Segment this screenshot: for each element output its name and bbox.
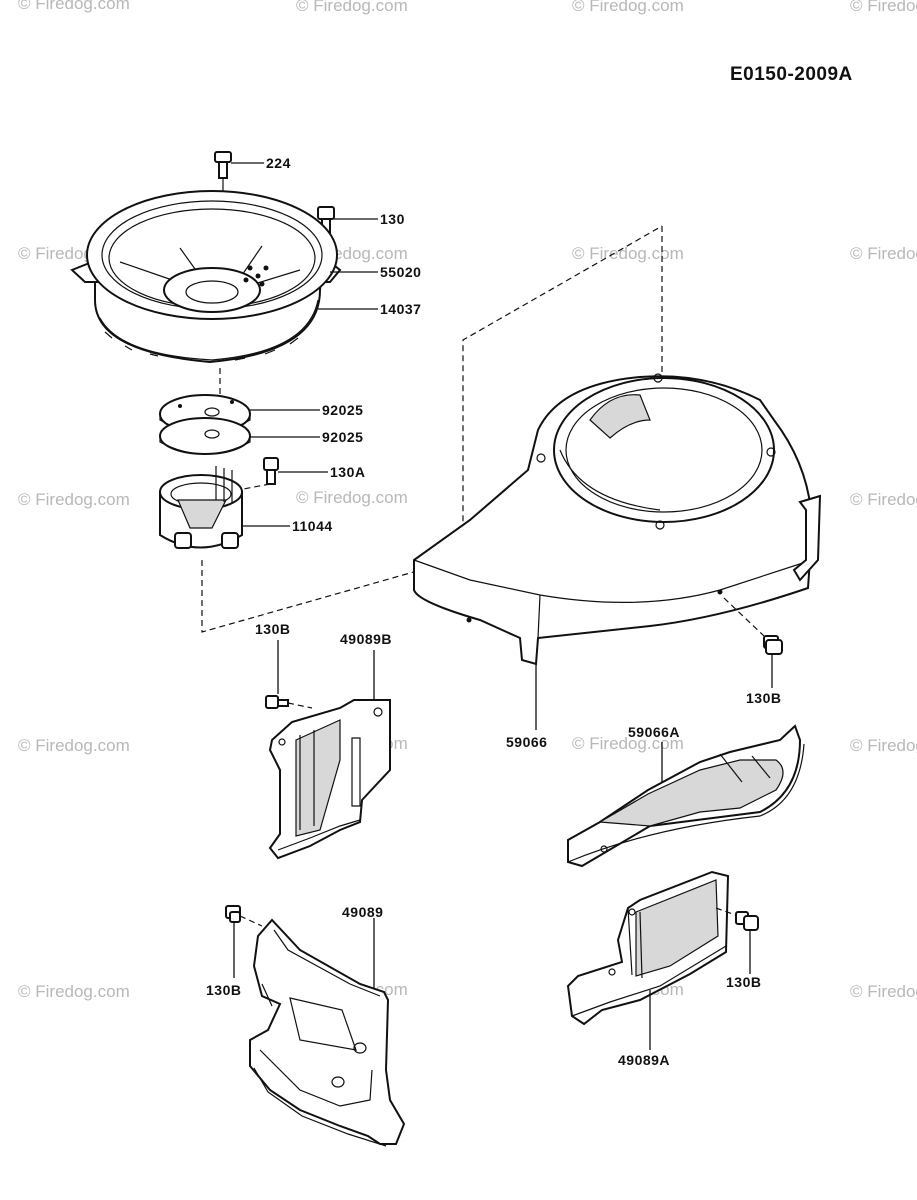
callout-224: 224 [266,155,291,171]
callout-130: 130 [380,211,405,227]
watermark: © Firedog.com [296,488,408,507]
watermark: © Firedog.com [18,490,130,509]
watermark: © Firedog.com [572,0,684,15]
callout-49089A: 49089A [618,1052,671,1068]
bolt-icon [763,635,783,688]
watermark: © Firedog.com [296,0,408,15]
watermark: © Firedog.com [18,982,130,1001]
watermark: © Firedog.com [850,0,917,15]
cover-icon [249,918,406,1147]
bolt-icon [735,911,759,974]
cup-icon [159,466,290,549]
diagram-code: E0150-2009A [730,64,853,85]
watermark: © Firedog.com [18,0,130,13]
callout-130B-shroud: 130B [746,690,782,706]
bolt-icon [317,206,378,236]
bolt-icon [214,151,264,179]
shroud-icon [413,373,822,666]
cover-icon [268,699,391,860]
callout-49089B: 49089B [340,631,393,647]
bolt-icon [265,695,289,709]
callout-55020: 55020 [380,264,422,280]
callout-92025-top: 92025 [322,402,364,418]
callout-14037: 14037 [380,301,422,317]
plate-icon [159,417,320,455]
callout-130B-bracket: 130B [255,621,291,637]
watermark: © Firedog.com [850,244,917,263]
shroud-icon [567,724,805,868]
bolt-icon [237,457,328,491]
watermark: © Firedog.com [850,490,917,509]
callout-130A: 130A [330,464,366,480]
fan-housing-icon [70,190,342,364]
callout-49089: 49089 [342,904,384,920]
callout-11044: 11044 [292,518,333,534]
watermark: © Firedog.com [572,244,684,263]
watermark: © Firedog.com [850,736,917,755]
watermark: © Firedog.com [850,982,917,1001]
watermark: © Firedog.com [572,734,684,753]
callout-130B-cover: 130B [206,982,242,998]
bolt-icon [225,905,241,978]
callout-59066A: 59066A [628,724,681,740]
callout-130B-cover-a: 130B [726,974,762,990]
callout-59066: 59066 [506,734,548,750]
watermark: © Firedog.com [18,736,130,755]
callout-92025-bottom: 92025 [322,429,364,445]
cover-icon [566,870,730,1026]
